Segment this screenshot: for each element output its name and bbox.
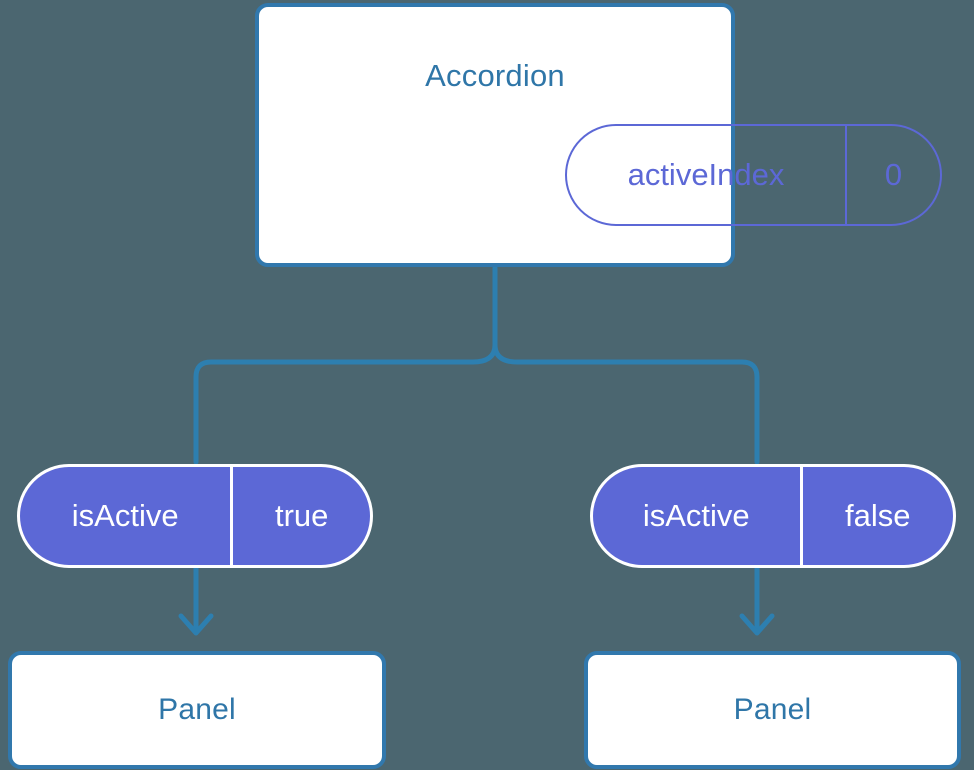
prop-value-is-active-right: false [799, 467, 953, 565]
prop-pill-is-active-true: isActive true [17, 464, 373, 568]
accordion-title: Accordion [425, 58, 565, 93]
arrow-left-pill-to-panel [178, 565, 214, 636]
fork-connector-left [193, 342, 498, 465]
prop-value-active-index: 0 [845, 126, 940, 224]
prop-value-is-active-left: true [230, 467, 370, 565]
arrow-right-pill-to-panel [739, 565, 775, 636]
prop-pill-is-active-false: isActive false [590, 464, 956, 568]
accordion-component-card: Accordion activeIndex 0 [255, 3, 942, 267]
prop-key-is-active-right: isActive [642, 498, 750, 533]
panel-component-card-right: Panel [584, 651, 961, 769]
panel-title-right: Panel [733, 693, 812, 726]
prop-key-active-index: activeIndex [627, 157, 785, 192]
prop-pill-active-index: activeIndex 0 [565, 124, 942, 226]
fork-connector [492, 265, 760, 465]
prop-key-is-active-left: isActive [71, 498, 179, 533]
panel-component-card-left: Panel [8, 651, 386, 769]
panel-title-left: Panel [158, 693, 236, 726]
